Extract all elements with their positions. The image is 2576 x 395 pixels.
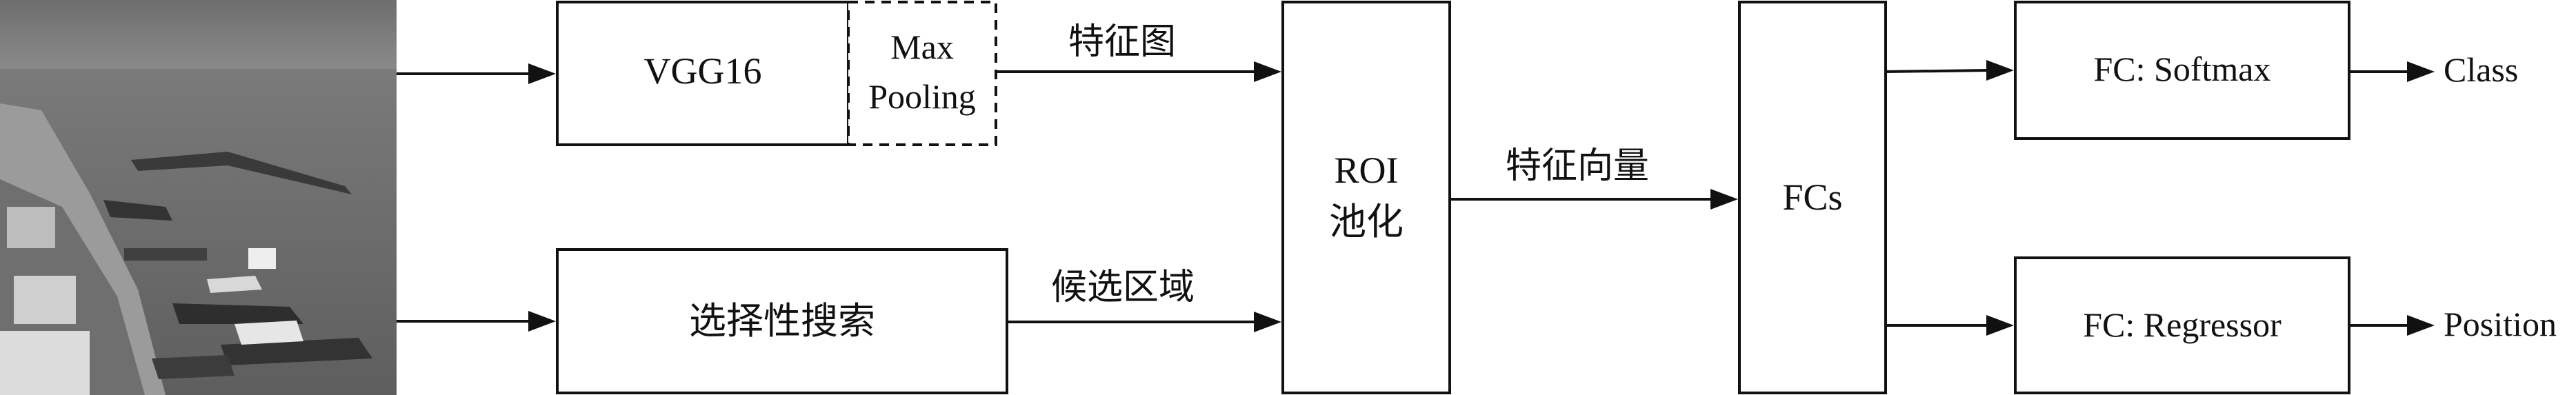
max-pooling-box: [847, 1, 997, 146]
feature-vector-label: 特征向量: [1506, 147, 1649, 186]
fc-softmax-label: FC: Softmax: [2094, 50, 2271, 88]
photo-boat: [234, 321, 303, 345]
photo-breakwater: [131, 152, 352, 194]
arrow-feature-map: [996, 61, 1281, 82]
selective-search-label: 选择性搜索: [689, 301, 875, 342]
fc-regressor-box: [2014, 256, 2350, 394]
fcs-box: [1738, 1, 1887, 394]
arrow-fcs-to-regressor: [1886, 315, 2014, 336]
photo-boat: [221, 338, 372, 365]
max-pooling-label-line2: Pooling: [868, 77, 976, 116]
arrow-fcs-to-softmax: [1885, 60, 2014, 81]
roi-label-line2: 池化: [1329, 201, 1404, 243]
input-image: [0, 0, 397, 395]
position-output-label: Position: [2444, 305, 2557, 343]
photo-boat: [248, 248, 276, 269]
arrow-softmax-to-class: [2349, 61, 2435, 82]
photo-building: [0, 331, 90, 395]
vgg16-box: [556, 1, 850, 146]
roi-pooling-box: [1281, 1, 1451, 394]
photo-building: [7, 207, 55, 248]
photo-boat: [207, 276, 262, 293]
photo-boat: [103, 200, 172, 221]
photo-building: [14, 276, 76, 324]
fcs-label: FCs: [1782, 176, 1842, 218]
photo-boat: [172, 303, 303, 324]
feature-map-label: 特征图: [1068, 23, 1176, 62]
max-pooling-label-line1: Max: [890, 28, 954, 66]
arrow-regressor-to-position: [2349, 315, 2435, 336]
candidate-regions-label: 候选区域: [1051, 268, 1195, 307]
class-output-label: Class: [2444, 50, 2518, 89]
vgg16-label: VGG16: [644, 50, 762, 92]
arrow-candidate-regions: [1007, 312, 1281, 332]
fc-regressor-label: FC: Regressor: [2083, 305, 2282, 344]
arrow-feature-vector: [1450, 189, 1738, 210]
photo-sky: [0, 0, 397, 69]
arrow-image-to-vgg: [397, 63, 556, 84]
arrow-image-to-selective-search: [397, 311, 556, 332]
photo-boat: [124, 248, 207, 261]
roi-label-line1: ROI: [1335, 150, 1399, 191]
photo-boat: [152, 355, 234, 379]
